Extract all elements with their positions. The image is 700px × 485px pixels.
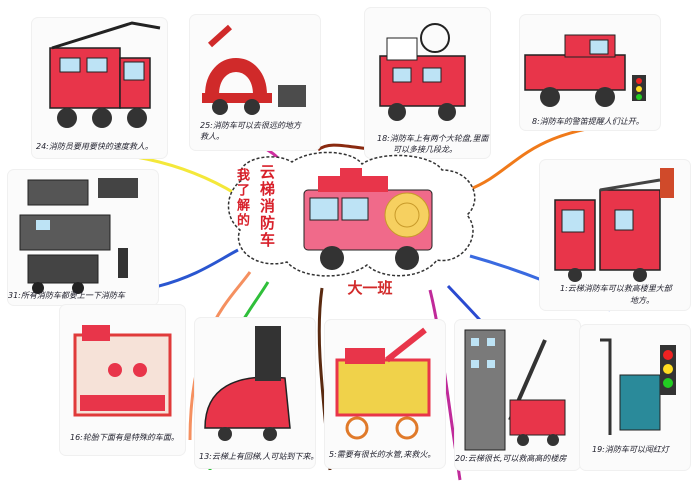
title-left-column: 我了解的 bbox=[234, 168, 249, 228]
many-trucks-drawing bbox=[19, 178, 138, 294]
tire-truck-drawing bbox=[73, 325, 172, 417]
card-18-caption-line1: 18:消防车上有两个大轮盘,里面 bbox=[377, 134, 489, 143]
card-20-tall-building: 20:云梯很长,可以救高高的楼房 bbox=[455, 320, 580, 470]
reel-truck-drawing bbox=[379, 23, 466, 121]
card-31-caption: 31:所有消防车都要上一下消防车 bbox=[8, 291, 125, 300]
card-18-caption-line2: 可以多接几段龙。 bbox=[393, 145, 457, 154]
card-25-caption-line1: 25:消防车可以去很远的地方 bbox=[200, 121, 301, 130]
card-24-crane-truck: 24:消防员要用要快的速度救人。 bbox=[32, 18, 167, 158]
card-1-caption-line1: 1:云梯消防车可以救高楼里大部 bbox=[560, 284, 672, 293]
card-24-caption: 24:消防员要用要快的速度救人。 bbox=[36, 142, 153, 151]
center-cloud-outline bbox=[227, 151, 476, 277]
card-13-hose-truck: 13:云梯上有回梯,人可站到下来。 bbox=[195, 318, 319, 468]
card-5-caption: 5:需要有很长的水管,来救火。 bbox=[329, 450, 436, 459]
card-5-water-truck: 5:需要有很长的水管,来救火。 bbox=[325, 320, 445, 468]
card-25-arch-truck: 25:消防车可以去很远的地方 救人。 bbox=[190, 15, 320, 150]
hose-truck-drawing bbox=[204, 326, 291, 441]
card-8-siren-truck: 8:消防车的警笛提醒人们让开。 bbox=[520, 15, 660, 130]
card-1-caption-line2: 地方。 bbox=[630, 296, 654, 305]
traffic-light-drawing bbox=[600, 338, 676, 435]
card-25-caption-line2: 救人。 bbox=[200, 132, 224, 141]
siren-truck-drawing bbox=[524, 34, 646, 107]
card-18-reel-truck: 18:消防车上有两个大轮盘,里面 可以多接几段龙。 bbox=[365, 8, 490, 158]
title-right-column: 云梯消防车 bbox=[258, 164, 276, 249]
card-31-many-trucks: 31:所有消防车都要上一下消防车 bbox=[8, 170, 158, 305]
crane-truck-drawing bbox=[49, 21, 161, 128]
card-19-traffic-light: 19:消防车可以闯红灯 bbox=[580, 325, 690, 470]
card-20-caption: 20:云梯很长,可以救高高的楼房 bbox=[455, 454, 567, 463]
center-bubble: 我了解的 云梯消防车 bbox=[222, 150, 484, 282]
ladder-truck-drawing bbox=[554, 168, 674, 282]
class-label: 大一班 bbox=[347, 279, 393, 297]
card-13-caption: 13:云梯上有回梯,人可站到下来。 bbox=[199, 452, 319, 461]
arch-truck-drawing bbox=[202, 24, 306, 115]
card-16-tire-truck: 16:轮胎下面有是特殊的车面。 bbox=[60, 305, 185, 455]
card-1-ladder-truck: 1:云梯消防车可以救高楼里大部 地方。 bbox=[540, 160, 690, 310]
water-truck-drawing bbox=[335, 327, 431, 440]
card-8-caption: 8:消防车的警笛提醒人们让开。 bbox=[532, 117, 644, 126]
tall-building-drawing bbox=[464, 329, 566, 451]
card-19-caption: 19:消防车可以闯红灯 bbox=[592, 445, 669, 454]
card-16-caption: 16:轮胎下面有是特殊的车面。 bbox=[70, 433, 179, 442]
